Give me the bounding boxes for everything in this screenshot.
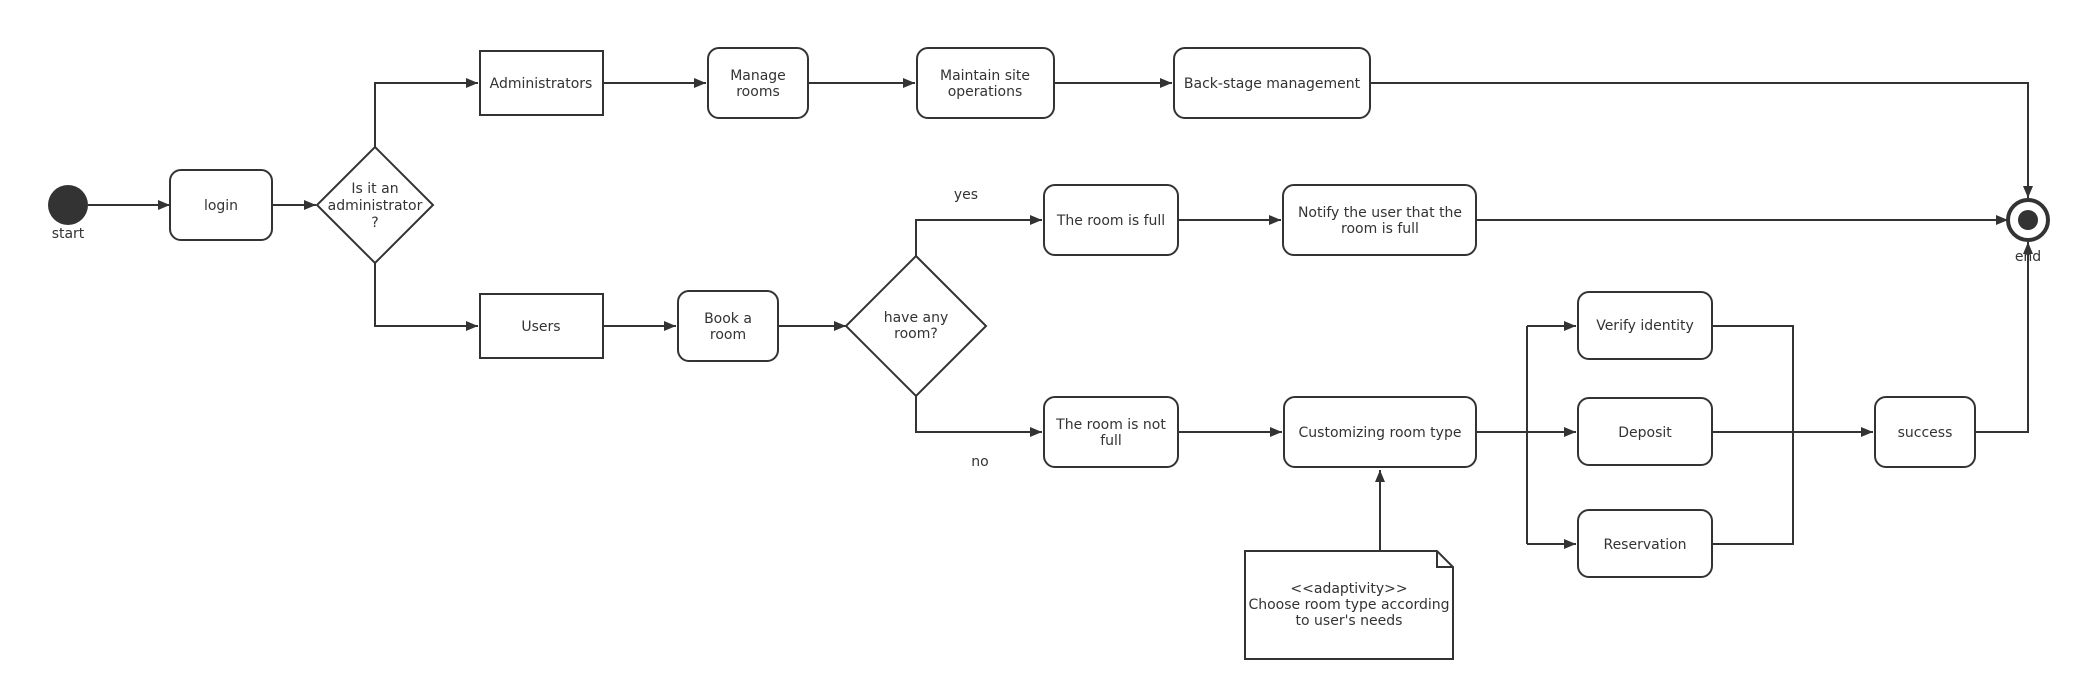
- book-room-line-2: room: [710, 327, 746, 343]
- users-node: Users: [479, 293, 604, 359]
- login-label: login: [204, 198, 238, 214]
- room-full-node: The room is full: [1043, 184, 1179, 256]
- maintain-site-line-2: operations: [948, 84, 1023, 100]
- start-node: start: [48, 185, 88, 242]
- start-dot: [48, 185, 88, 225]
- have-room-line-1: have any: [884, 310, 949, 326]
- room-full-label: The room is full: [1056, 213, 1165, 229]
- edge-decision-administrators: [374, 78, 478, 147]
- book-room-line-1: Book a: [704, 311, 752, 327]
- customizing-node: Customizing room type: [1283, 396, 1477, 468]
- note-fold: [1436, 551, 1453, 568]
- success-node: success: [1874, 396, 1976, 468]
- manage-rooms-line-1: Manage: [730, 68, 786, 84]
- notify-full-line-2: room is full: [1341, 221, 1419, 237]
- room-not-full-line-1: The room is not: [1055, 417, 1166, 433]
- verify-identity-node: Verify identity: [1577, 291, 1713, 360]
- end-dot: [2018, 210, 2038, 230]
- end-node: end: [2006, 198, 2050, 265]
- edge-decision-users: [374, 263, 478, 331]
- customizing-label: Customizing room type: [1299, 425, 1462, 441]
- edge-label-yes: yes: [954, 187, 978, 203]
- note-line-3: to user's needs: [1296, 613, 1403, 629]
- adaptivity-note: <<adaptivity>> Choose room type accordin…: [1244, 550, 1454, 660]
- edge-label-no: no: [971, 454, 988, 470]
- note-shape: [1244, 550, 1454, 660]
- room-not-full-line-2: full: [1100, 433, 1122, 449]
- notify-full-node: Notify the user that the room is full: [1282, 184, 1477, 256]
- manage-rooms-line-2: rooms: [736, 84, 780, 100]
- admin-decision-line-1: Is it an: [351, 181, 398, 197]
- verify-identity-label: Verify identity: [1596, 318, 1694, 334]
- edge-have-full: [915, 215, 1042, 256]
- edge-fork-verify: [1526, 326, 1576, 544]
- start-label: start: [52, 226, 85, 242]
- administrators-node: Administrators: [479, 50, 604, 116]
- room-not-full-node: The room is not full: [1043, 396, 1179, 468]
- backstage-node: Back-stage management: [1173, 47, 1371, 119]
- edge-have-notfull: [915, 396, 1042, 437]
- note-line-1: <<adaptivity>>: [1290, 581, 1407, 597]
- admin-decision-line-2: administrator: [328, 198, 423, 214]
- have-room-decision-node: have any room?: [844, 254, 988, 398]
- manage-rooms-node: Manage rooms: [707, 47, 809, 119]
- login-node: login: [169, 169, 273, 241]
- note-line-2: Choose room type according: [1248, 597, 1449, 613]
- users-label: Users: [521, 319, 560, 335]
- reservation-label: Reservation: [1603, 537, 1686, 553]
- backstage-label: Back-stage management: [1184, 76, 1361, 92]
- book-room-node: Book a room: [677, 290, 779, 362]
- have-room-line-2: room?: [894, 326, 938, 342]
- success-label: success: [1898, 425, 1953, 441]
- administrators-label: Administrators: [490, 76, 593, 92]
- edge-success-end: [1975, 242, 2033, 433]
- end-label: end: [2015, 249, 2041, 265]
- maintain-site-line-1: Maintain site: [940, 68, 1030, 84]
- deposit-node: Deposit: [1577, 397, 1713, 466]
- admin-decision-line-3: ?: [371, 215, 378, 231]
- maintain-site-node: Maintain site operations: [916, 47, 1055, 119]
- deposit-label: Deposit: [1618, 425, 1672, 441]
- reservation-node: Reservation: [1577, 509, 1713, 578]
- edge-join: [1712, 325, 1794, 545]
- notify-full-line-1: Notify the user that the: [1298, 205, 1462, 221]
- edge-backstage-end: [1370, 82, 2033, 198]
- edges: [88, 78, 2033, 550]
- admin-decision-node: Is it an administrator ?: [315, 145, 435, 265]
